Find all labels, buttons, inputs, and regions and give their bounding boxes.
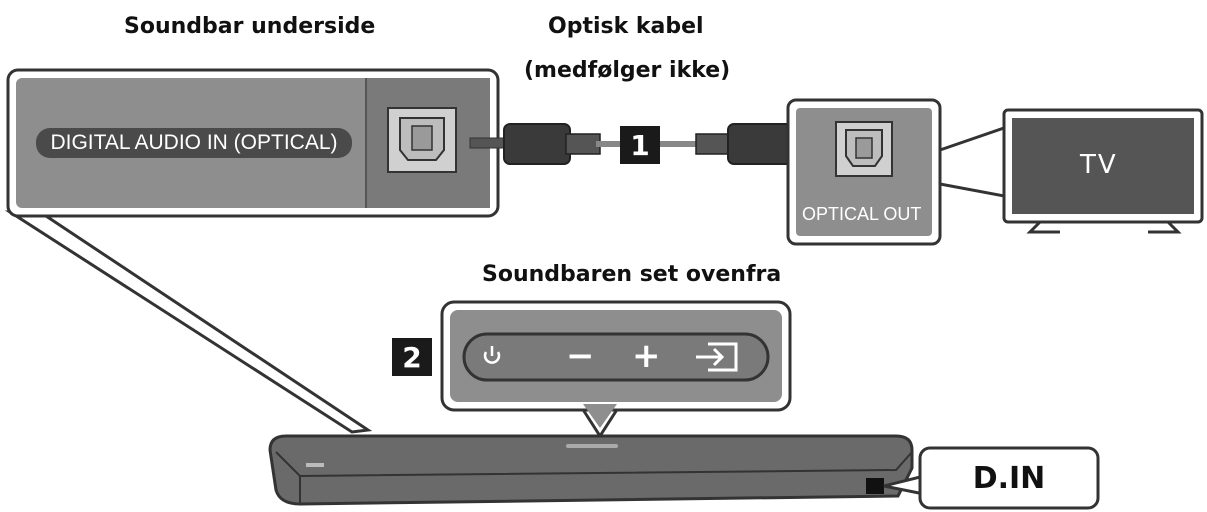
callout-wedge-underside	[4, 210, 373, 434]
soundbar-top-view-label: Soundbaren set ovenfra	[482, 262, 782, 287]
optical-cable-note: (medfølger ikke)	[524, 58, 731, 83]
din-display-frame	[918, 446, 1100, 510]
volume-up-button: +	[632, 336, 661, 376]
optical-cable-label: Optisk kabel	[548, 14, 704, 39]
tv-icon	[1002, 108, 1204, 234]
volume-down-button: −	[566, 336, 595, 376]
soundbar-underside-label: Soundbar underside	[124, 14, 376, 39]
soundbar-icon	[268, 434, 914, 506]
callout-wedge-tv	[938, 125, 1006, 198]
tv-optical-port-icon	[835, 121, 893, 177]
tv-label: TV	[1080, 150, 1118, 180]
step-1-badge: 1	[620, 126, 660, 164]
soundbar-optical-port-icon	[387, 107, 457, 173]
din-display-text: D.IN	[972, 460, 1046, 496]
step-2-badge: 2	[392, 338, 432, 376]
optical-out-label: OPTICAL OUT	[802, 204, 922, 224]
button-strip	[462, 332, 770, 382]
digital-audio-in-label: DIGITAL AUDIO IN (OPTICAL)	[36, 128, 352, 158]
